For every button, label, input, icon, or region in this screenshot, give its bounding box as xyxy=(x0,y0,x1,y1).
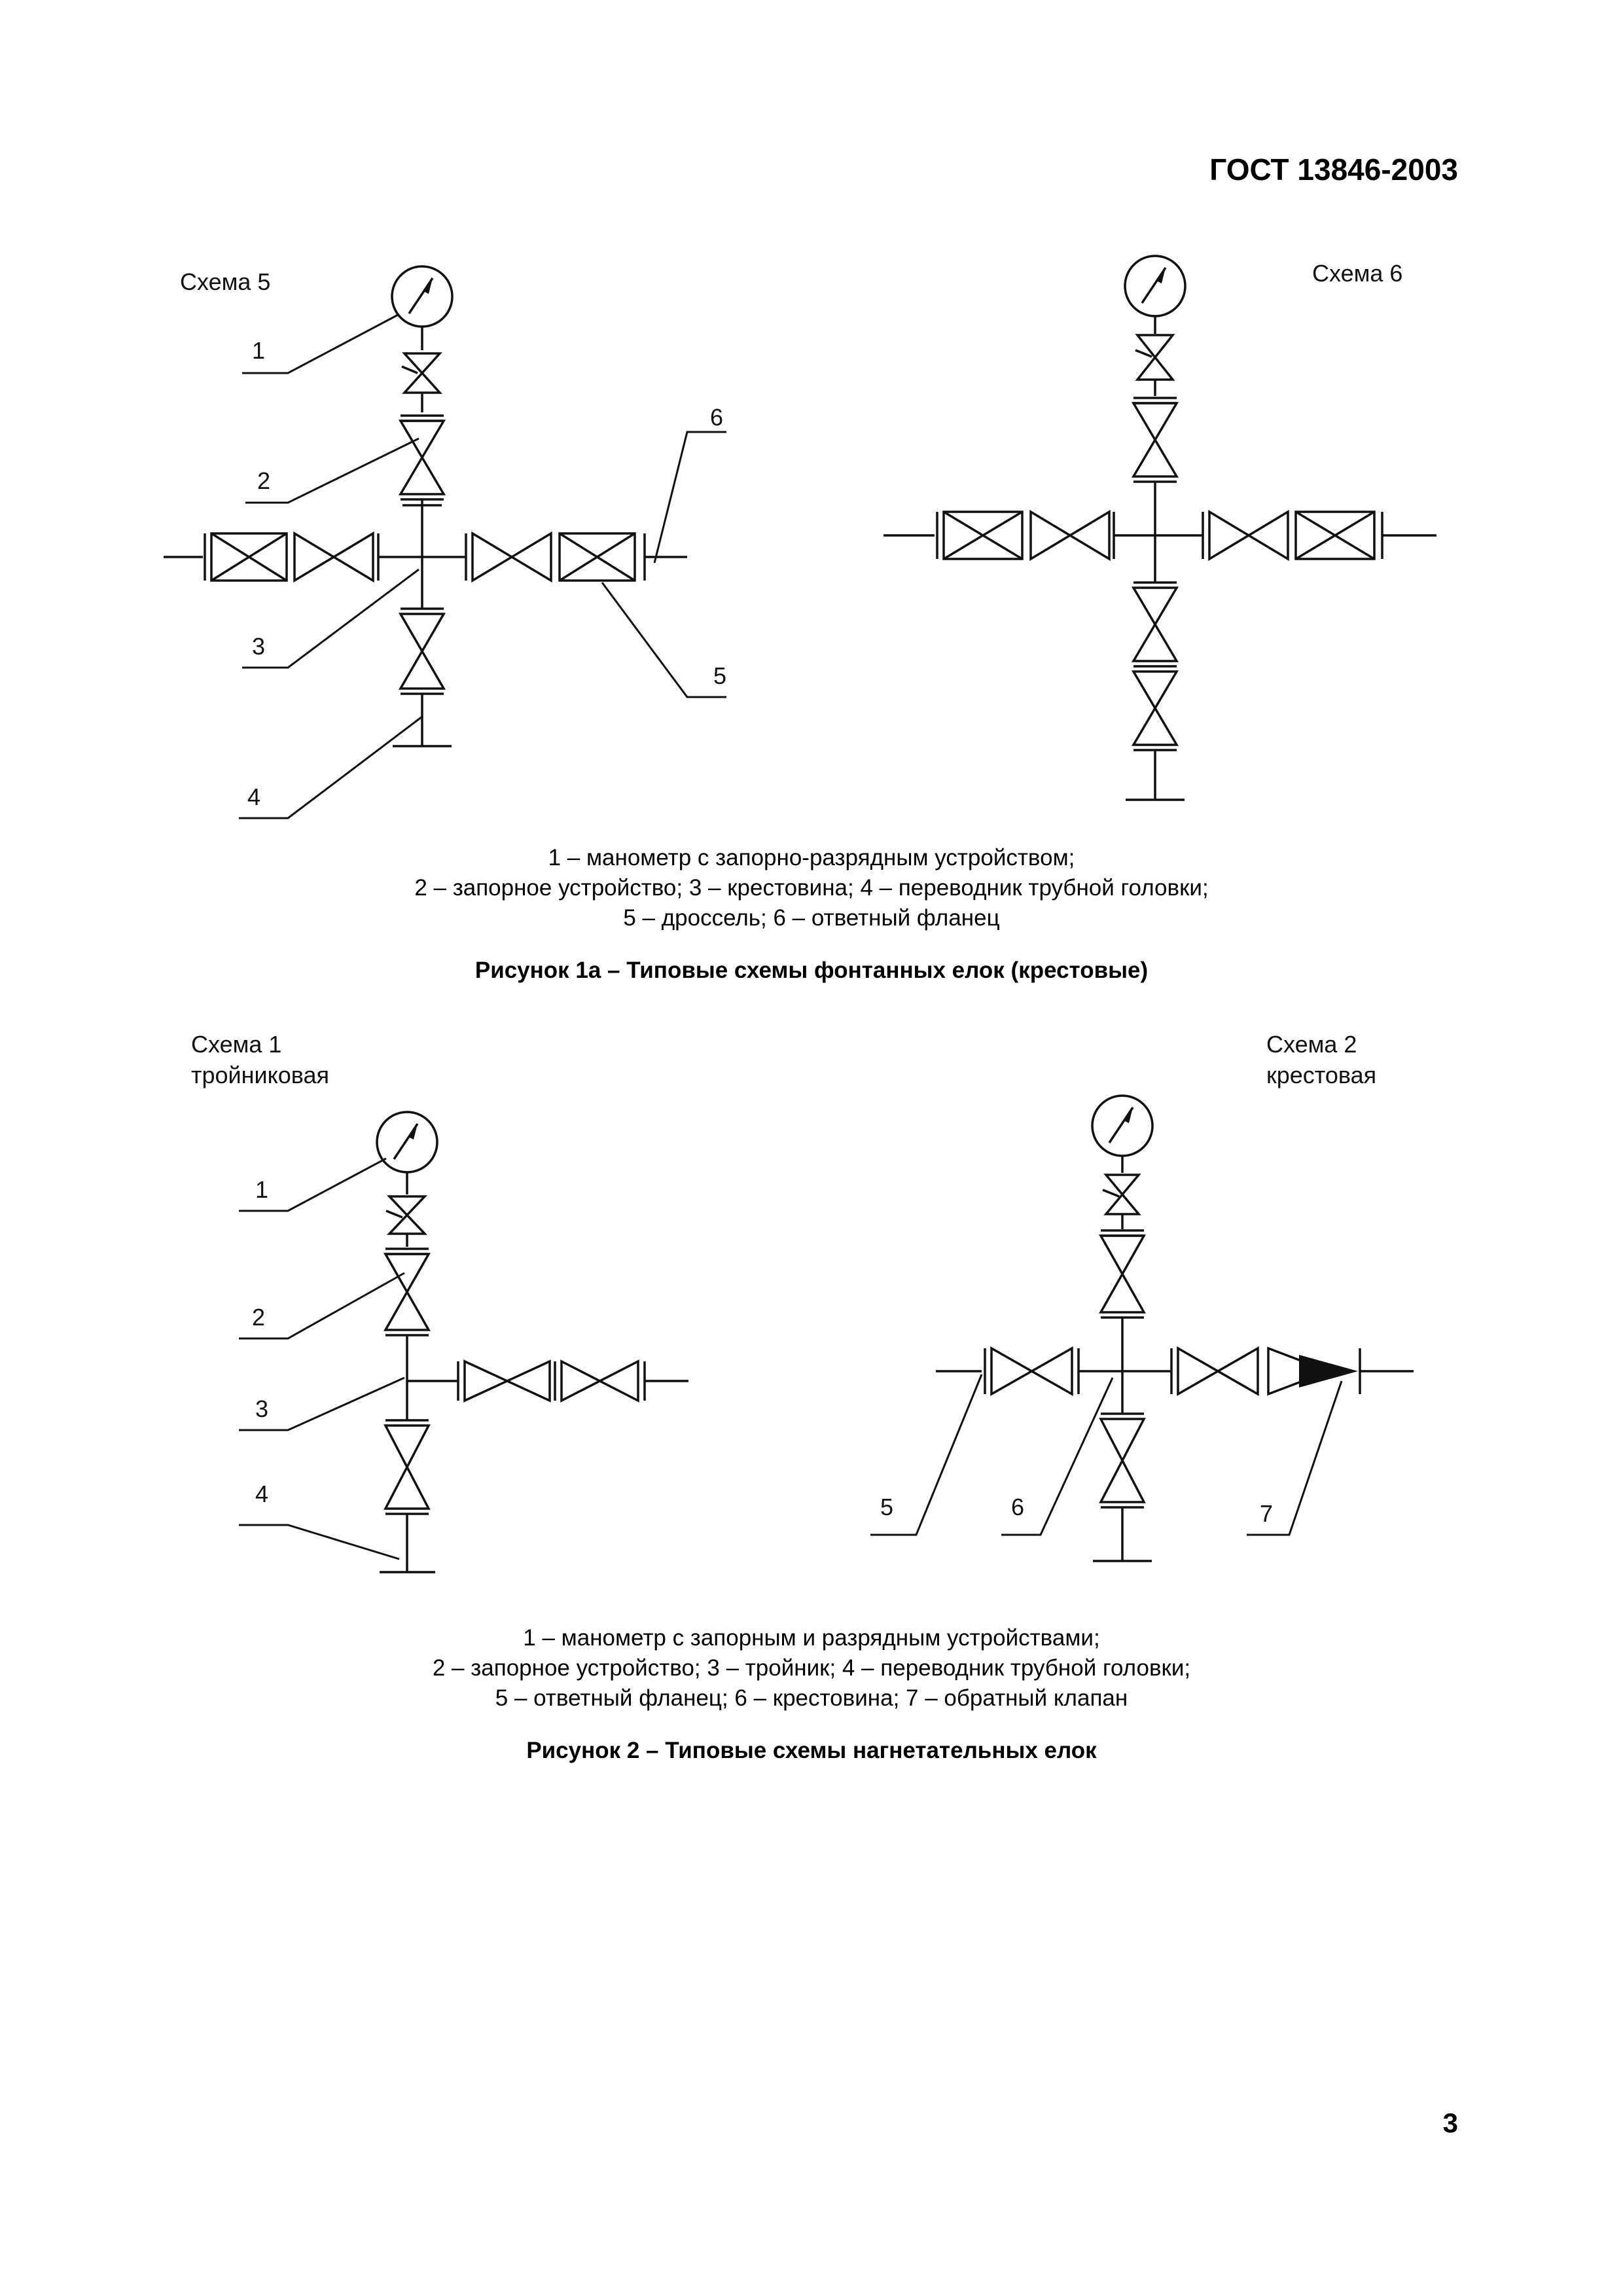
svg-text:5: 5 xyxy=(713,662,726,689)
legend-line: 5 – дроссель; 6 – ответный фланец xyxy=(623,905,1000,931)
svg-text:4: 4 xyxy=(255,1480,268,1507)
svg-text:2: 2 xyxy=(252,1304,265,1331)
pressure-gauge-icon xyxy=(376,1111,438,1174)
scheme-6-label: Схема 6 xyxy=(1312,260,1402,287)
scheme-2-label-line2: крестовая xyxy=(1266,1062,1376,1088)
page-number: 3 xyxy=(1442,2108,1458,2138)
svg-text:1: 1 xyxy=(252,337,265,364)
figure-2-title: Рисунок 2 – Типовые схемы нагнетательных… xyxy=(526,1738,1097,1763)
legend-line: 1 – манометр с запорно-разрядным устройс… xyxy=(548,845,1075,870)
svg-text:4: 4 xyxy=(247,783,260,810)
check-valve-icon xyxy=(1299,1355,1358,1388)
svg-text:1: 1 xyxy=(255,1176,268,1203)
pressure-gauge-icon xyxy=(391,265,454,328)
legend-line: 2 – запорное устройство; 3 – крестовина;… xyxy=(414,875,1209,901)
scheme-6-drawing: Схема 6 xyxy=(883,255,1436,801)
figure-1a-title: Рисунок 1а – Типовые схемы фонтанных ело… xyxy=(474,958,1149,983)
svg-text:6: 6 xyxy=(1011,1494,1024,1520)
svg-text:3: 3 xyxy=(255,1395,268,1422)
scheme-1-label-line1: Схема 1 xyxy=(191,1031,281,1058)
scheme-1-drawing: Схема 1 тройниковая 1 2 3 4 xyxy=(191,1031,688,1573)
scheme-5-drawing: Схема 5 xyxy=(164,265,726,819)
scheme-1-label-line2: тройниковая xyxy=(191,1062,329,1088)
scheme-2-drawing: Схема 2 крестовая 5 6 7 xyxy=(870,1031,1414,1562)
svg-text:2: 2 xyxy=(257,467,270,494)
figure-2-legend: 1 – манометр с запорным и разрядным устр… xyxy=(0,1623,1623,1713)
svg-text:7: 7 xyxy=(1260,1500,1273,1527)
legend-line: 2 – запорное устройство; 3 – тройник; 4 … xyxy=(432,1655,1191,1681)
pressure-gauge-icon xyxy=(1124,255,1186,317)
figure-1a-legend: 1 – манометр с запорно-разрядным устройс… xyxy=(0,843,1623,933)
scheme-2-label-line1: Схема 2 xyxy=(1266,1031,1357,1058)
document-header: ГОСТ 13846-2003 xyxy=(1209,152,1458,187)
scheme-5-label: Схема 5 xyxy=(180,268,270,295)
svg-text:3: 3 xyxy=(252,633,265,660)
pressure-gauge-icon xyxy=(1091,1094,1154,1157)
legend-line: 5 – ответный фланец; 6 – крестовина; 7 –… xyxy=(495,1685,1128,1711)
legend-line: 1 – манометр с запорным и разрядным устр… xyxy=(523,1625,1100,1651)
svg-text:5: 5 xyxy=(880,1494,893,1520)
svg-text:6: 6 xyxy=(710,404,723,431)
